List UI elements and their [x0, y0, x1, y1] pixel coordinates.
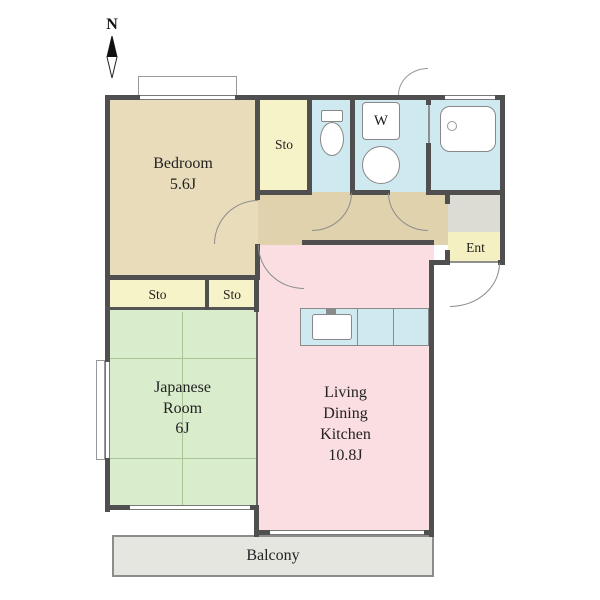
sink-icon [362, 146, 400, 184]
wall-segment [257, 530, 270, 535]
kitchen-faucet-icon [326, 309, 336, 314]
wall-segment [105, 458, 110, 512]
storage-top-label: Sto [274, 136, 293, 152]
compass-needle-icon [106, 36, 118, 78]
wall-segment [434, 260, 450, 265]
window-bathroom-top [445, 95, 495, 100]
wall-segment [350, 190, 390, 195]
entrance-label: Ent [466, 239, 485, 255]
wall-segment [445, 190, 450, 204]
compass-north-label: N [106, 16, 118, 33]
window-japanese-left [105, 362, 110, 458]
sliding-door-track [256, 312, 258, 508]
wall-segment [429, 260, 434, 537]
room-storage-left: Sto [108, 280, 207, 310]
wall-segment [498, 260, 505, 265]
bathtub-drain-icon [447, 121, 457, 131]
storage-left-label: Sto [148, 287, 167, 303]
japanese-window-sill [96, 360, 105, 460]
wall-segment [307, 95, 312, 195]
room-entrance: Ent [448, 232, 503, 263]
sliding-door-track [105, 307, 257, 310]
bathroom-door-line [428, 105, 430, 143]
wall-segment [105, 95, 140, 100]
room-balcony: Balcony [112, 535, 434, 577]
wall-segment [235, 95, 445, 100]
wall-segment [255, 190, 312, 195]
wall-segment [255, 95, 260, 200]
wall-segment [254, 280, 259, 312]
room-storage-top: Sto [258, 97, 310, 192]
wall-segment [428, 190, 505, 195]
bedroom-label: Bedroom 5.6J [153, 154, 213, 193]
compass: N [95, 16, 129, 78]
wall-segment [426, 143, 431, 195]
kitchen-sink-icon [312, 314, 352, 340]
japanese-room-label: Japanese Room 6J [154, 378, 211, 438]
kitchen-counter-divider [393, 309, 394, 345]
toilet-tank-icon [321, 110, 343, 122]
ldk-label: Living Dining Kitchen 10.8J [320, 384, 371, 464]
wall-segment [105, 275, 260, 280]
wall-segment [350, 95, 355, 195]
wall-segment [255, 244, 260, 280]
door-arc-entrance [450, 263, 500, 307]
storage-mid-label: Sto [222, 287, 241, 303]
bedroom-window-box [138, 76, 237, 96]
door-arc-bathroom [398, 68, 428, 95]
room-storage-mid: Sto [207, 280, 257, 310]
room-entrance-step [448, 192, 503, 232]
wall-segment [424, 530, 434, 535]
wall-segment [302, 240, 434, 245]
room-ldk: Living Dining Kitchen 10.8J [257, 245, 434, 535]
wall-segment [105, 95, 110, 362]
window-japanese-bottom [130, 505, 250, 510]
wall-segment [426, 95, 431, 105]
wall-segment [105, 505, 130, 510]
wall-segment [205, 280, 209, 310]
window-ldk-bottom [270, 530, 424, 535]
wall-segment [445, 250, 450, 265]
tatami-line [110, 358, 257, 359]
wall-segment [254, 505, 259, 537]
wall-segment [500, 95, 505, 265]
washer-label: W [373, 112, 389, 129]
tatami-line [182, 312, 183, 505]
tatami-line [110, 458, 257, 459]
window-bedroom-top [140, 95, 235, 100]
balcony-label: Balcony [246, 546, 300, 564]
kitchen-counter-divider [357, 309, 358, 345]
washer-icon: W [362, 102, 400, 140]
room-bedroom: Bedroom 5.6J [108, 97, 258, 278]
toilet-icon [320, 122, 344, 156]
entrance-door-line [450, 261, 498, 263]
